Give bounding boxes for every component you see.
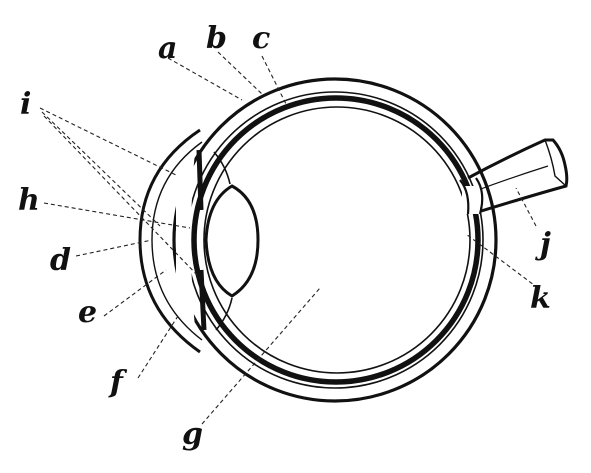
choroid <box>191 95 481 385</box>
labels: a b c i h d e f g j k <box>18 21 551 452</box>
label-c: c <box>252 21 270 56</box>
label-j: j <box>535 227 551 262</box>
label-b: b <box>206 21 227 56</box>
sclera-outer <box>172 77 498 403</box>
label-g: g <box>182 417 203 452</box>
sclera-inner <box>186 91 484 389</box>
label-k: k <box>530 281 551 316</box>
optic-nerve <box>467 138 569 214</box>
ciliary-body <box>213 151 233 331</box>
leader-lines <box>39 51 539 425</box>
anterior-gap <box>176 140 196 338</box>
label-i: i <box>20 87 31 122</box>
lens <box>204 184 260 298</box>
label-f: f <box>108 365 128 400</box>
label-d: d <box>50 243 71 278</box>
retina <box>203 106 471 374</box>
label-a: a <box>158 31 177 66</box>
label-e: e <box>78 295 97 330</box>
optic-disc <box>459 177 484 215</box>
label-h: h <box>18 183 40 218</box>
iris <box>196 149 207 331</box>
